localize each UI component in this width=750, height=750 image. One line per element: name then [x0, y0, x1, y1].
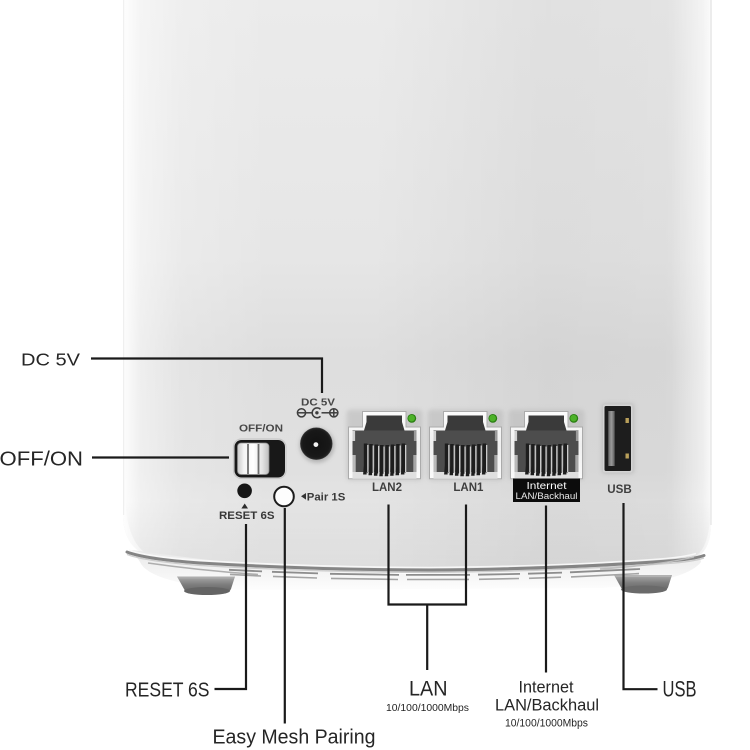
svg-text:OFF/ON: OFF/ON — [0, 448, 83, 470]
svg-text:Pair 1S: Pair 1S — [307, 491, 346, 503]
svg-text:LAN/Backhaul: LAN/Backhaul — [516, 491, 578, 501]
svg-text:LAN1: LAN1 — [453, 480, 483, 494]
svg-text:DC 5V: DC 5V — [21, 349, 80, 369]
svg-text:DC 5V: DC 5V — [301, 398, 335, 409]
svg-text:Internet: Internet — [527, 481, 567, 492]
svg-text:USB: USB — [607, 482, 632, 496]
svg-text:10/100/1000Mbps: 10/100/1000Mbps — [386, 703, 469, 714]
svg-text:RESET 6S: RESET 6S — [219, 510, 275, 522]
svg-text:RESET 6S: RESET 6S — [125, 679, 210, 701]
svg-text:10/100/1000Mbps: 10/100/1000Mbps — [505, 717, 588, 729]
svg-text:OFF/ON: OFF/ON — [239, 424, 283, 435]
svg-text:Internet: Internet — [519, 678, 574, 696]
svg-text:LAN2: LAN2 — [372, 480, 402, 494]
svg-text:USB: USB — [663, 677, 697, 702]
svg-text:LAN/Backhaul: LAN/Backhaul — [495, 696, 599, 714]
svg-text:LAN: LAN — [409, 678, 448, 701]
svg-text:Easy Mesh Pairing: Easy Mesh Pairing — [213, 726, 376, 748]
